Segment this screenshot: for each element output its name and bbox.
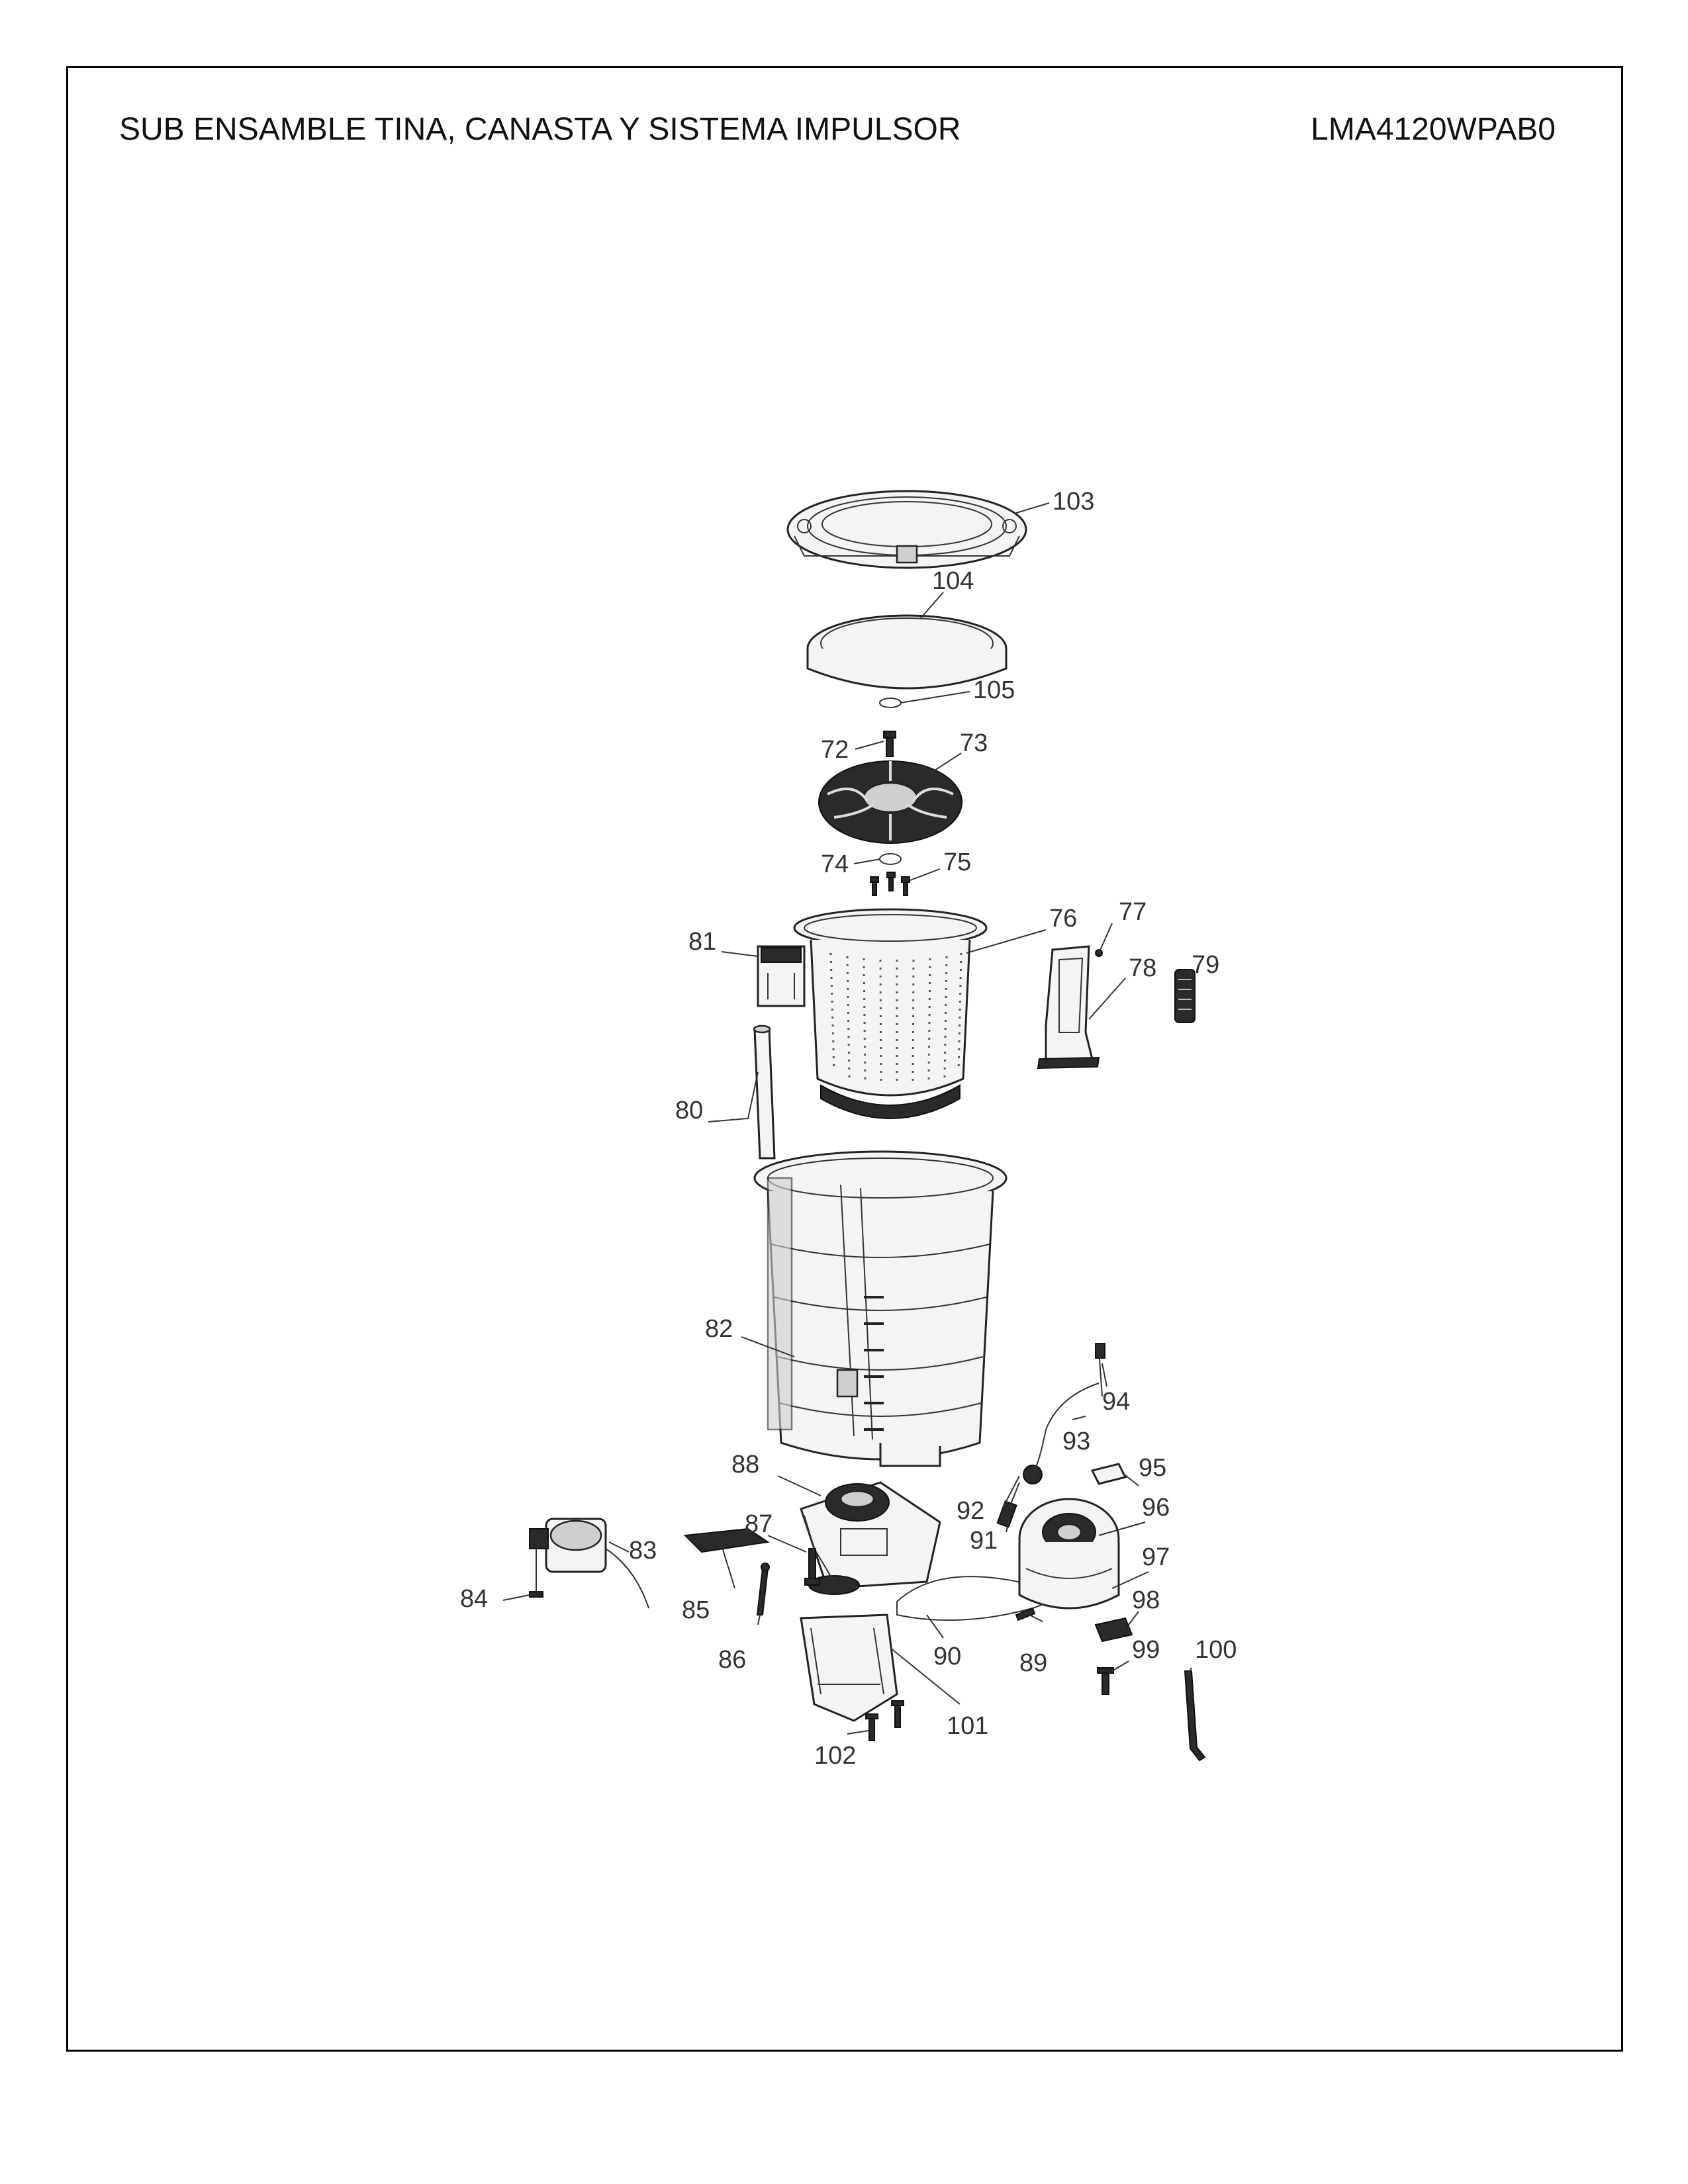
callout-98: 98: [1132, 1586, 1160, 1614]
callout-104: 104: [932, 567, 974, 595]
part-outer-tub: [753, 1150, 1008, 1467]
callout-103: 103: [1053, 488, 1094, 516]
callout-81: 81: [688, 928, 716, 956]
part-clip-95: [1090, 1463, 1127, 1485]
part-capacitor-98: [1094, 1617, 1133, 1643]
callout-72: 72: [821, 736, 849, 764]
callout-80: 80: [675, 1097, 703, 1124]
callout-74: 74: [821, 850, 849, 878]
part-wire-harness: [1032, 1343, 1105, 1475]
callout-84: 84: [460, 1585, 488, 1613]
leader-lines: [502, 502, 1192, 1735]
part-screws-102: [865, 1700, 904, 1741]
part-tub-cover: [786, 490, 1027, 569]
callout-85: 85: [682, 1596, 710, 1624]
part-pulsator: [818, 760, 962, 844]
callout-94: 94: [1102, 1388, 1130, 1416]
callout-96: 96: [1142, 1494, 1170, 1522]
part-motor-bracket: [800, 1614, 898, 1722]
callout-93: 93: [1062, 1428, 1090, 1455]
part-main-motor: [1018, 1498, 1120, 1610]
callout-79: 79: [1192, 951, 1219, 979]
callout-97: 97: [1142, 1543, 1170, 1571]
callout-83: 83: [629, 1537, 657, 1565]
part-bolt-87: [804, 1548, 820, 1586]
callout-77: 77: [1119, 898, 1147, 926]
part-bracket-81: [757, 945, 806, 1007]
callout-91: 91: [970, 1527, 998, 1555]
part-plate-85: [683, 1527, 770, 1553]
callout-100: 100: [1195, 1636, 1237, 1664]
part-clutch-assembly: [800, 1481, 941, 1595]
page-border: [66, 66, 1623, 2052]
callout-89: 89: [1019, 1649, 1047, 1677]
callout-78: 78: [1129, 954, 1156, 982]
part-seal-74: [879, 853, 902, 865]
callout-101: 101: [947, 1712, 988, 1740]
callout-102: 102: [814, 1742, 856, 1770]
callout-82: 82: [705, 1315, 733, 1343]
model-number: LMA4120WPAB0: [1311, 112, 1556, 147]
part-filter-housing: [1037, 945, 1103, 1069]
part-bolt-72: [883, 731, 896, 757]
diagram-title: SUB ENSAMBLE TINA, CANASTA Y SISTEMA IMP…: [119, 112, 961, 147]
part-rod-86: [756, 1563, 770, 1615]
callout-76: 76: [1049, 905, 1077, 933]
part-spin-basket: [793, 908, 988, 1119]
callout-92: 92: [957, 1497, 984, 1525]
part-balance-ring: [806, 614, 1008, 690]
part-drain-motor: [529, 1518, 649, 1609]
part-lint-filter: [1174, 969, 1196, 1023]
part-rod-100: [1184, 1670, 1206, 1762]
callout-87: 87: [745, 1510, 773, 1538]
callout-75: 75: [943, 848, 971, 876]
part-bolt-89: [1015, 1607, 1036, 1621]
callout-95: 95: [1139, 1454, 1166, 1482]
callout-90: 90: [933, 1643, 961, 1670]
callout-105: 105: [973, 676, 1015, 704]
callout-88: 88: [731, 1451, 759, 1479]
callout-73: 73: [960, 729, 988, 757]
part-air-pipe: [753, 1024, 776, 1160]
part-screws-75: [870, 872, 910, 896]
callout-99: 99: [1132, 1636, 1160, 1664]
callout-86: 86: [718, 1646, 746, 1674]
part-washer-105: [879, 698, 902, 708]
